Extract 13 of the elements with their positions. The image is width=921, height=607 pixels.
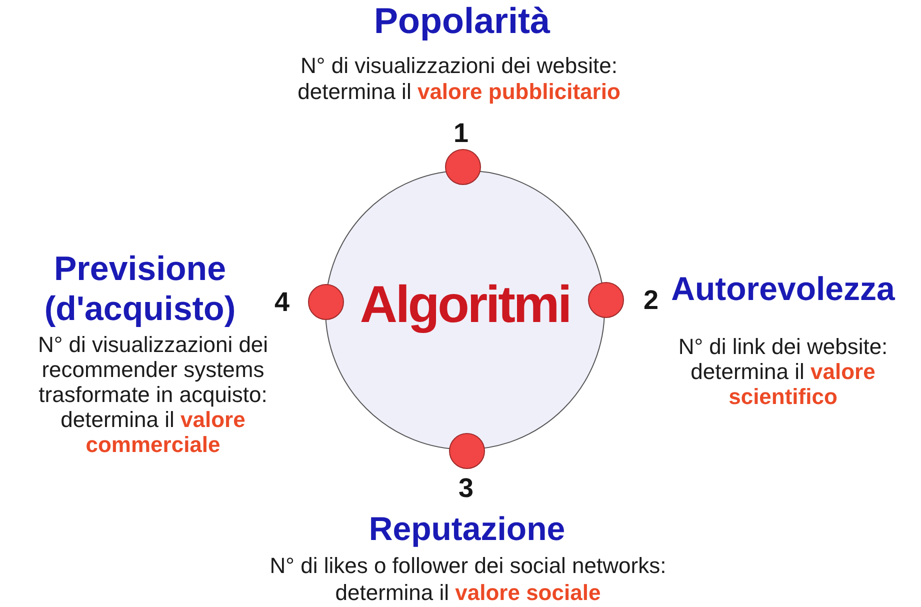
description-text: N° di visualizzazioni dei website: determina il valore pubblicitario — [296, 53, 622, 105]
heading: Popolarità — [372, 0, 552, 41]
heading: Reputazione — [368, 510, 566, 548]
callout-number: 1 — [452, 118, 470, 148]
callout-number: 2 — [642, 285, 660, 315]
callout-number: 3 — [457, 473, 475, 503]
node-label: Algoritmi — [360, 275, 570, 335]
description-text: N° di likes o follower dei social networks: determina il valore sociale — [268, 552, 668, 606]
heading: Autorevolezza — [670, 270, 896, 308]
description-text: N° di visualizzazioni dei recommender systems trasformate in acquisto: determina il valore commerciale — [36, 332, 270, 457]
heading: Previsione (d'acquisto) — [43, 249, 237, 329]
callout-number: 4 — [273, 287, 291, 317]
description-text: N° di link dei website: determina il valore scientifico — [677, 334, 889, 409]
